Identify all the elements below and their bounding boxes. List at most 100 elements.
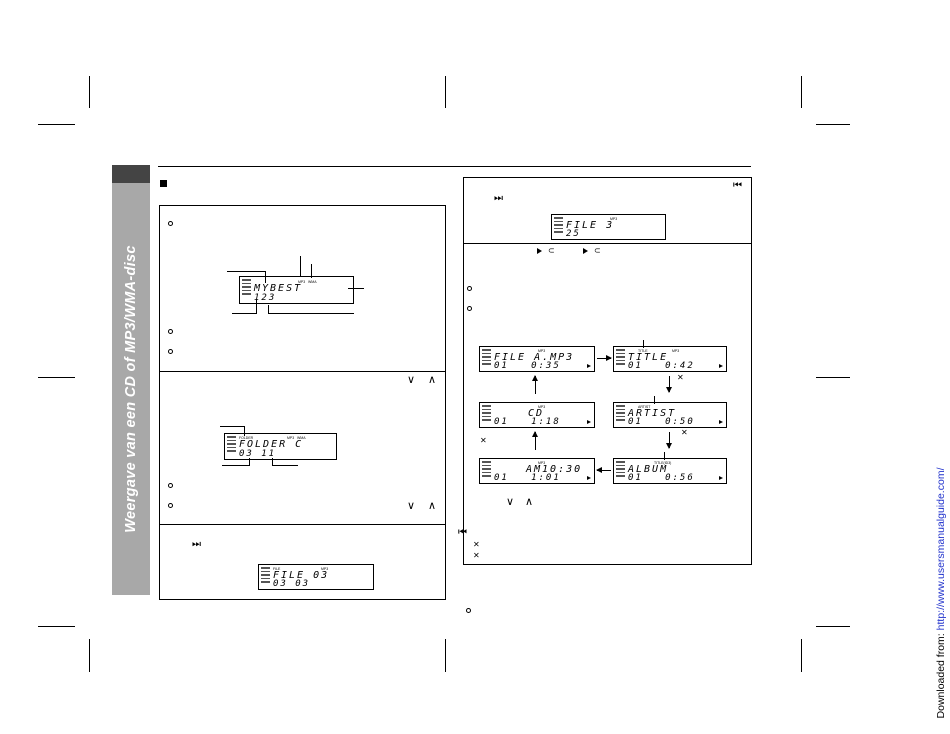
callout-line	[249, 458, 250, 466]
repeat-icon: ⊂	[548, 246, 555, 255]
lcd-line-1: FILE 03	[273, 570, 330, 581]
callout-line	[227, 271, 265, 272]
lcd-display-title: TITLE MP3 TITLE 01 0:42	[613, 346, 727, 372]
lcd-line-1: FILE 3	[566, 220, 615, 231]
crop-mark	[816, 626, 850, 627]
play-indicator-icon	[587, 364, 591, 368]
header-rule	[158, 166, 751, 167]
lcd-tag: MP3	[610, 217, 618, 221]
lcd-line-1: ALBUM	[628, 464, 669, 475]
lcd-tag: ARTIST	[638, 405, 651, 409]
crop-mark	[816, 124, 850, 125]
lcd-tag: MP3	[672, 349, 680, 353]
bullet	[168, 503, 173, 508]
skip-previous-icon: ⏮	[733, 180, 742, 191]
chevron-up-icon: ∧	[428, 499, 437, 512]
level-bars	[554, 217, 564, 235]
lcd-display-file-mp3: MP3 FILE A.MP3 01 0:35	[479, 346, 595, 372]
lcd-line-2: 01 1:01	[494, 473, 561, 483]
level-bars	[482, 461, 492, 479]
chevron-up-icon: ∧	[525, 495, 534, 508]
lcd-line-1: FOLDER C	[239, 439, 304, 450]
lcd-line-2: 123	[254, 293, 277, 303]
lcd-tag: MP3	[538, 349, 546, 353]
crop-mark	[816, 377, 850, 378]
level-bars	[482, 405, 492, 423]
lcd-tag: WMA	[297, 436, 306, 440]
bullet	[168, 221, 173, 226]
callout-line	[232, 313, 256, 314]
callout-line	[311, 264, 312, 278]
cross-icon: ✕	[473, 540, 480, 549]
play-indicator-icon	[587, 420, 591, 424]
sidebar	[112, 183, 150, 595]
lcd-line-1: ARTIST	[628, 408, 677, 419]
lcd-tag: FILE	[273, 567, 281, 571]
level-bars	[616, 405, 626, 423]
chevron-up-icon: ∧	[428, 373, 437, 386]
callout-line	[265, 271, 266, 283]
cross-icon: ✕	[480, 436, 487, 445]
callout-line	[664, 452, 665, 460]
callout-line	[300, 256, 301, 276]
bullet	[467, 306, 472, 311]
lcd-line-2: 01 0:35	[494, 361, 561, 371]
chevron-down-icon: ∨	[506, 495, 515, 508]
crop-mark	[38, 626, 75, 627]
lcd-tag: TITLE(ID3)	[654, 461, 672, 465]
level-bars	[616, 349, 626, 367]
lcd-tag: FOLDER	[239, 436, 254, 440]
bullet	[168, 483, 173, 488]
flow-arrow	[532, 431, 538, 450]
lcd-display-folder: FOLDER MP3 WMA FOLDER C 03 11	[224, 433, 337, 460]
left-panel	[159, 205, 446, 600]
bullet	[168, 329, 173, 334]
callout-line	[272, 458, 273, 466]
lcd-line-1: AM10:30	[526, 464, 583, 475]
callout-line	[272, 465, 298, 466]
divider	[159, 524, 446, 525]
lcd-display-file-03: FILE MP3 FILE 03 03 03	[258, 564, 374, 590]
crop-mark	[38, 377, 75, 378]
callout-line	[268, 305, 269, 313]
repeat-icon: ⊂	[594, 246, 601, 255]
cross-icon: ✕	[681, 428, 688, 437]
lcd-tag: MP3	[321, 567, 329, 571]
lcd-display-clock: MP3 AM10:30 01 1:01	[479, 458, 595, 484]
download-source: Downloaded from: http://www.usersmanualg…	[935, 468, 947, 719]
lcd-line-2: 01 0:50	[628, 417, 695, 427]
play-indicator-icon	[719, 420, 723, 424]
callout-line	[220, 426, 244, 427]
download-link[interactable]: http://www.usersmanualguide.com/	[935, 467, 947, 631]
callout-line	[222, 465, 250, 466]
crop-mark	[89, 76, 90, 108]
skip-next-icon: ⏭	[192, 539, 201, 550]
divider	[463, 243, 752, 244]
cross-icon: ✕	[677, 373, 684, 382]
lcd-display-album: TITLE(ID3) ALBUM 01 0:56	[613, 458, 727, 484]
level-bars	[242, 279, 252, 297]
callout-line	[268, 313, 354, 314]
callout-line	[348, 288, 364, 289]
sidebar-title: Weergave van een CD of MP3/WMA-disc	[123, 245, 139, 533]
lcd-line-1: FILE A.MP3	[494, 352, 575, 363]
play-icon	[537, 248, 542, 254]
divider	[159, 371, 446, 372]
play-indicator-icon	[719, 476, 723, 480]
flow-arrow	[666, 376, 672, 393]
crop-mark	[445, 76, 446, 108]
flow-arrow	[596, 467, 611, 473]
bullet	[467, 286, 472, 291]
lcd-line-2: 25	[566, 229, 581, 239]
level-bars	[616, 461, 626, 479]
chevron-down-icon: ∨	[407, 373, 416, 386]
lcd-display-mybest: MP3 WMA MYBEST 123	[239, 276, 354, 304]
callout-line	[256, 300, 257, 314]
lcd-tag: TITLE	[638, 349, 648, 353]
crop-mark	[801, 639, 802, 672]
lcd-tag: MP3	[298, 280, 306, 284]
lcd-line-2: 01 1:18	[494, 417, 561, 427]
skip-next-icon: ⏭	[494, 193, 503, 204]
callout-line	[244, 426, 245, 436]
lcd-display-cd: MP3 CD 01 1:18	[479, 402, 595, 428]
